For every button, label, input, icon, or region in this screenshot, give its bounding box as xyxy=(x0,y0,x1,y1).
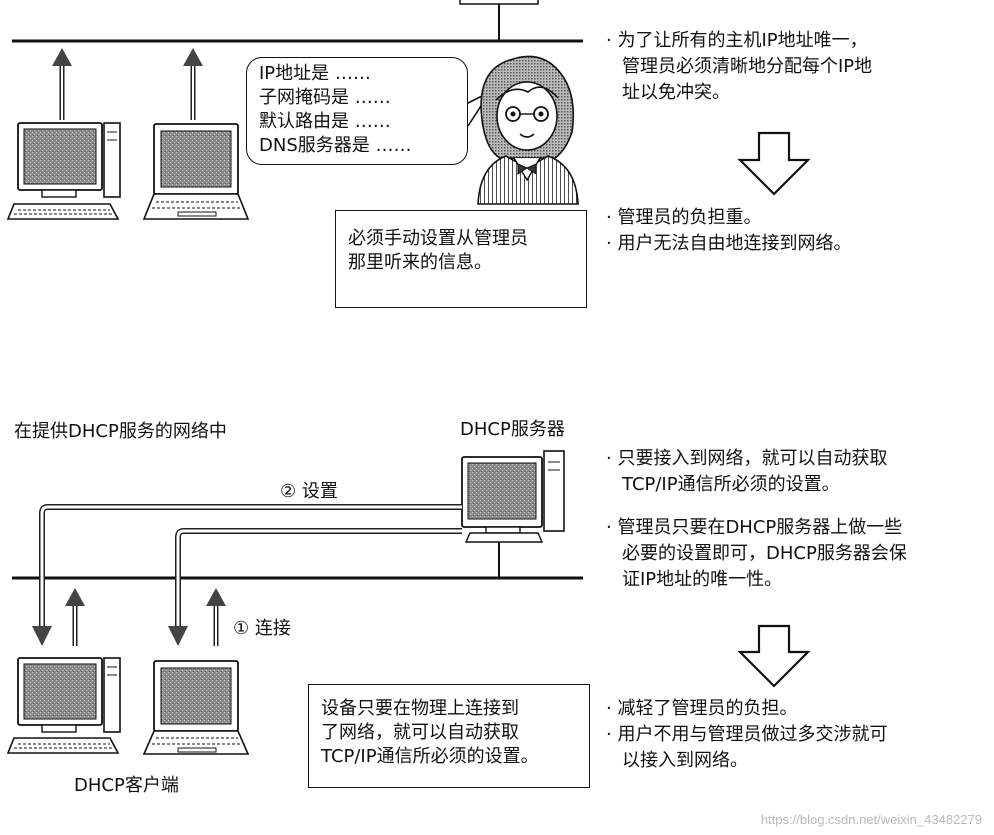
dhcp-server-label: DHCP服务器 xyxy=(460,419,565,440)
note-line: TCP/IP通信所必须的设置。 xyxy=(321,746,539,767)
bullet-line: · 管理员只要在DHCP服务器上做一些 xyxy=(606,517,903,538)
note-line: 了网络，就可以自动获取 xyxy=(321,722,519,743)
bullet-line: · 用户不用与管理员做过多交涉就可 xyxy=(606,724,888,745)
step-setup-label: ② 设置 xyxy=(280,481,338,502)
top-bullets-result: · 管理员的负担重。 · 用户无法自由地连接到网络。 xyxy=(606,205,851,257)
down-arrow-icon xyxy=(737,624,811,688)
down-arrow-icon xyxy=(737,131,811,196)
server-computer-icon xyxy=(461,450,565,577)
bottom-bullets-result: · 减轻了管理员的负担。 · 用户不用与管理员做过多交涉就可 以接入到网络。 xyxy=(606,696,887,774)
up-arrow-icon xyxy=(65,588,85,646)
desktop-computer-icon xyxy=(6,122,121,220)
note-line: 设备只要在物理上连接到 xyxy=(321,698,519,719)
auto-setup-note: 设备只要在物理上连接到 了网络，就可以自动获取 TCP/IP通信所必须的设置。 xyxy=(308,684,590,788)
up-arrow-icon xyxy=(206,588,226,646)
bullet-line: 证IP地址的唯一性。 xyxy=(622,569,783,590)
bubble-line-ip: IP地址是 …… xyxy=(259,63,371,84)
bottom-bullets-admin: · 管理员只要在DHCP服务器上做一些 必要的设置即可，DHCP服务器会保 证I… xyxy=(606,515,907,593)
step-connect-label: ① 连接 xyxy=(233,618,291,639)
administrator-person-icon xyxy=(477,55,579,205)
bullet-line: · 用户无法自由地连接到网络。 xyxy=(606,233,852,254)
top-server-stub-icon xyxy=(459,0,539,40)
up-arrow-icon xyxy=(52,48,72,120)
bullet-line: 必要的设置即可，DHCP服务器会保 xyxy=(622,543,907,564)
bullet-line: · 只要接入到网络，就可以自动获取 xyxy=(606,448,888,469)
dhcp-section-label: 在提供DHCP服务的网络中 xyxy=(14,421,227,442)
desktop-computer-icon xyxy=(6,657,121,754)
bubble-line-gateway: 默认路由是 …… xyxy=(259,111,391,132)
top-bullets-problem: · 为了让所有的主机IP地址唯一， 管理员必须清晰地分配每个IP地 址以免冲突。 xyxy=(606,28,872,106)
bubble-line-dns: DNS服务器是 …… xyxy=(259,135,412,156)
note-line: 必须手动设置从管理员 xyxy=(348,228,528,249)
manual-setup-note: 必须手动设置从管理员 那里听来的信息。 xyxy=(335,210,587,308)
bullet-line: · 管理员的负担重。 xyxy=(606,207,762,228)
laptop-computer-icon xyxy=(142,660,250,755)
bottom-bullets-auto: · 只要接入到网络，就可以自动获取 TCP/IP通信所必须的设置。 xyxy=(606,446,887,498)
bullet-line: · 减轻了管理员的负担。 xyxy=(606,698,798,719)
bubble-line-subnet: 子网掩码是 …… xyxy=(259,87,391,108)
bullet-line: TCP/IP通信所必须的设置。 xyxy=(622,474,840,495)
bullet-line: 以接入到网络。 xyxy=(622,750,748,771)
setup-path xyxy=(32,504,462,646)
bullet-line: 管理员必须清晰地分配每个IP地 xyxy=(622,56,873,77)
note-line: 那里听来的信息。 xyxy=(348,252,492,273)
watermark: https://blog.csdn.net/weixin_43482279 xyxy=(760,812,982,827)
laptop-computer-icon xyxy=(142,123,250,220)
dhcp-client-label: DHCP客户端 xyxy=(74,775,179,796)
settings-speech-bubble: IP地址是 …… 子网掩码是 …… 默认路由是 …… DNS服务器是 …… xyxy=(246,57,468,165)
bullet-line: · 为了让所有的主机IP地址唯一， xyxy=(606,30,868,51)
up-arrow-icon xyxy=(183,48,203,120)
bullet-line: 址以免冲突。 xyxy=(622,82,730,103)
